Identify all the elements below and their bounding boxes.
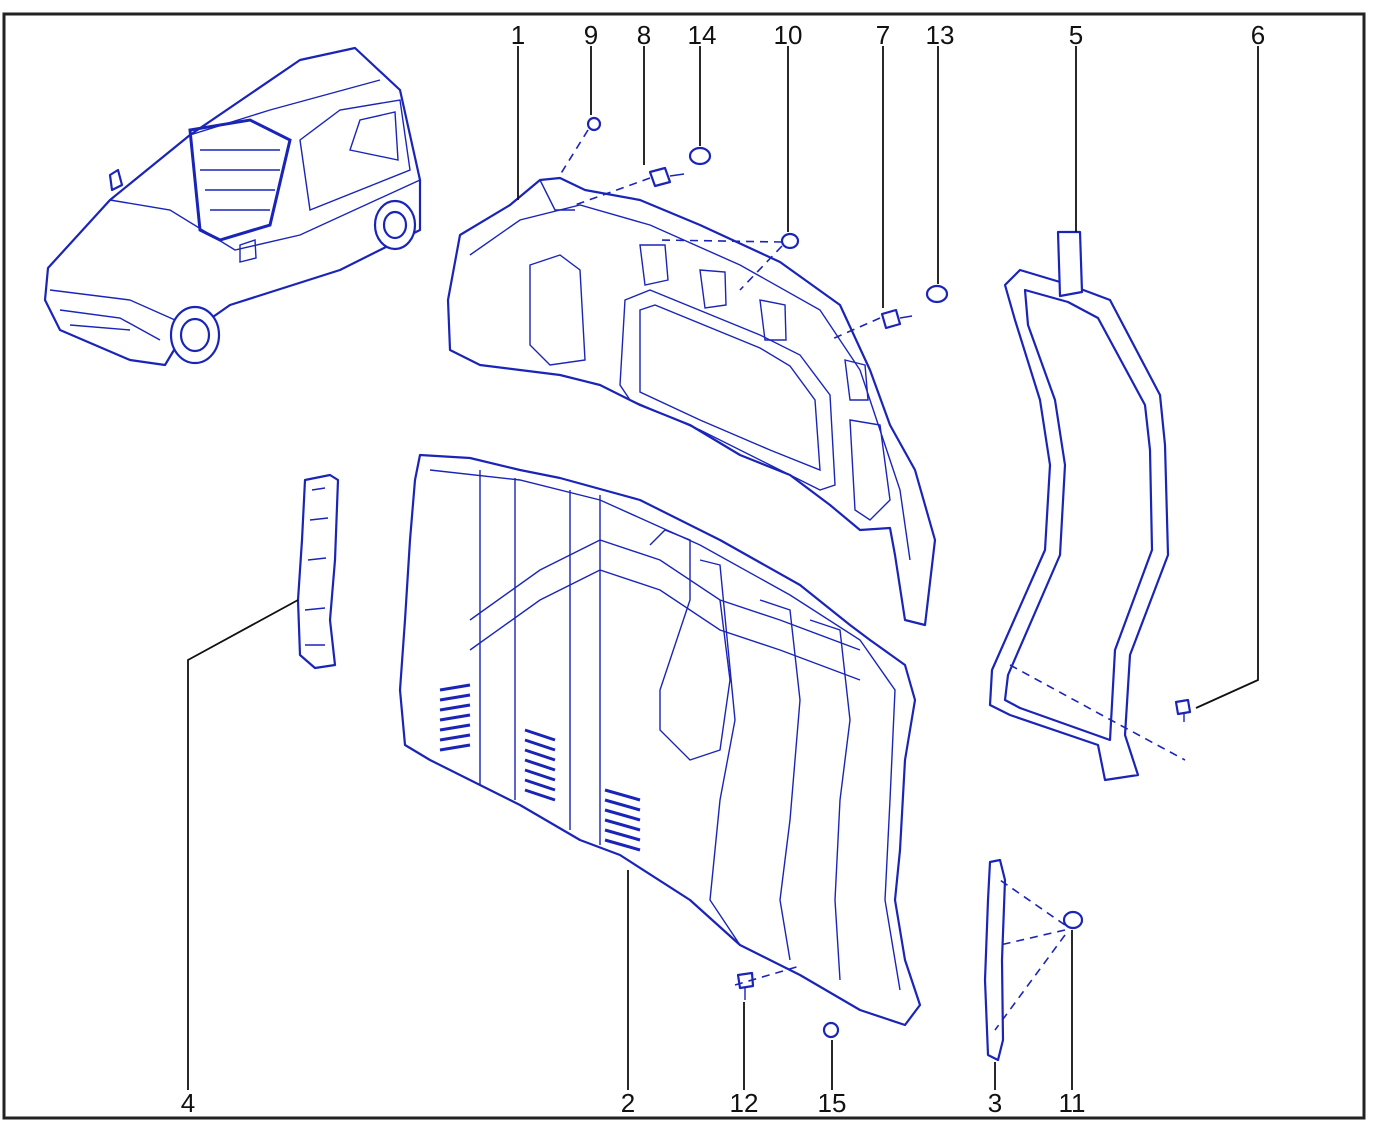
lower-partition-panel	[398, 453, 922, 1027]
callout-14: 14	[688, 20, 717, 50]
vent-slots-middle	[524, 728, 556, 802]
upper-trim-panel	[446, 176, 937, 627]
callout-11: 11	[1059, 1088, 1086, 1118]
callout-9: 9	[584, 20, 598, 50]
callout-15: 15	[818, 1088, 847, 1118]
callout-2: 2	[621, 1088, 635, 1118]
leader-lines	[187, 46, 1259, 1090]
callout-3: 3	[988, 1088, 1002, 1118]
callout-13: 13	[926, 20, 955, 50]
tubular-frame	[988, 230, 1170, 782]
assembly-lines	[559, 129, 1186, 1031]
vehicle-illustration	[43, 46, 422, 367]
callout-8: 8	[637, 20, 651, 50]
diagram-frame	[2, 12, 1366, 1120]
callout-labels: 1 9 8 14 10 7 13 5 6 4 2 12 15 3 11	[181, 20, 1265, 1118]
callout-7: 7	[876, 20, 890, 50]
vent-slots-left	[439, 683, 471, 752]
callout-6: 6	[1251, 20, 1265, 50]
callout-1: 1	[511, 20, 525, 50]
callout-10: 10	[774, 20, 803, 50]
callout-5: 5	[1069, 20, 1083, 50]
fasteners	[586, 116, 1192, 1039]
vent-slots-right	[604, 788, 641, 852]
callout-12: 12	[730, 1088, 759, 1118]
callout-4: 4	[181, 1088, 195, 1118]
left-bracket	[296, 473, 340, 670]
right-small-bracket	[983, 858, 1007, 1062]
